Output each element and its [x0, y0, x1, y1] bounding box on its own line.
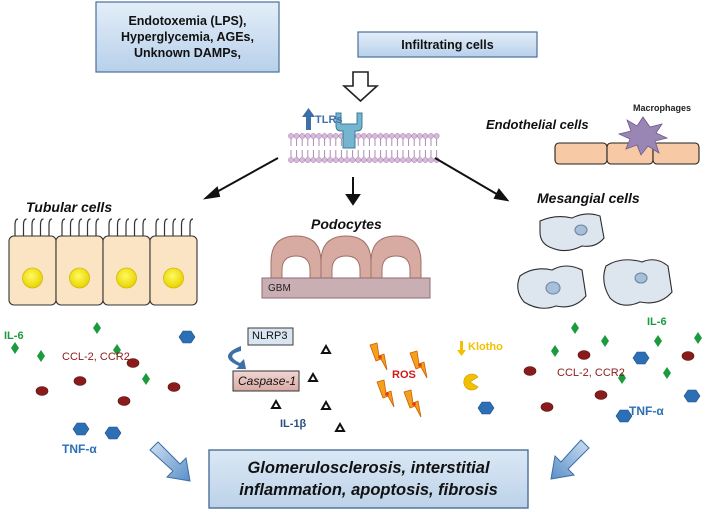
tlr-up-arrow-icon	[302, 108, 315, 130]
left-ccl-dots	[35, 358, 181, 406]
right-il6-diamonds	[551, 322, 702, 384]
klotho-down-arrow	[457, 341, 466, 356]
nlrp3-label: NLRP3	[252, 330, 288, 342]
macrophages-label: Macrophages	[633, 103, 692, 113]
stimuli-label: Endotoxemia (LPS), Hyperglycemia, AGEs, …	[96, 2, 279, 72]
il1b-triangles	[270, 343, 346, 432]
left-il6-label: IL-6	[4, 330, 24, 342]
macrophage-icon	[617, 116, 669, 156]
klotho-label: Klotho	[468, 341, 503, 353]
outcome-line-2: inflammation, apoptosis, fibrosis	[239, 481, 498, 499]
nlrp3-box	[247, 327, 294, 346]
tubular-cells-group	[8, 218, 198, 306]
infiltrating-cells-label: Infiltrating cells	[401, 37, 494, 52]
mesangial-cells-label: Mesangial cells	[537, 190, 640, 206]
stimuli-line-2: Hyperglycemia, AGEs,	[121, 30, 254, 44]
hollow-down-arrow	[341, 71, 380, 103]
outcome-box	[208, 449, 529, 509]
nlrp3-curved-arrow	[227, 346, 246, 369]
right-tnf-label: TNF-α	[629, 404, 664, 418]
ros-lightning-icons	[369, 342, 428, 418]
ros-label: ROS	[392, 369, 416, 381]
left-tnf-label: TNF-α	[62, 442, 97, 456]
stimuli-line-1: Endotoxemia (LPS),	[128, 14, 247, 28]
right-il6-label: IL-6	[647, 316, 667, 328]
right-ccl-dots	[523, 350, 695, 412]
endothelial-cells-label: Endothelial cells	[486, 117, 589, 132]
right-ccl-label: CCL-2, CCR2	[557, 367, 625, 379]
right-block-arrow	[550, 439, 590, 480]
outcome-line-1: Glomerulosclerosis, interstitial	[247, 459, 490, 477]
right-tnf-hexagons	[615, 351, 701, 423]
klotho-pacman-icon	[463, 373, 479, 391]
outcome-label: Glomerulosclerosis, interstitial inflamm…	[209, 450, 528, 508]
stimuli-box	[95, 1, 280, 73]
infiltrating-cells-box	[357, 31, 538, 58]
tlr-receptor-icon	[335, 112, 363, 149]
left-block-arrow	[149, 441, 191, 482]
center-tnf-hexagon	[477, 401, 495, 415]
podocytes-group	[270, 235, 422, 279]
left-tnf-hexagons	[72, 330, 196, 440]
caspase-label: Caspase-1	[238, 374, 297, 388]
left-ccl-label: CCL-2, CCR2	[62, 351, 130, 363]
left-il6-diamonds	[11, 322, 150, 385]
tubular-cells-label: Tubular cells	[26, 199, 113, 215]
il1b-label: IL-1β	[280, 418, 307, 430]
podocytes-label: Podocytes	[311, 216, 382, 232]
mesangial-cells-group	[517, 213, 673, 309]
tlrs-label: TLRs	[315, 114, 343, 126]
gbm-layer	[261, 277, 431, 299]
pathway-arrows	[202, 157, 510, 206]
cell-membrane	[288, 133, 440, 163]
caspase-box	[232, 370, 300, 392]
gbm-label: GBM	[268, 283, 291, 294]
stimuli-line-3: Unknown DAMPs,	[134, 46, 241, 60]
